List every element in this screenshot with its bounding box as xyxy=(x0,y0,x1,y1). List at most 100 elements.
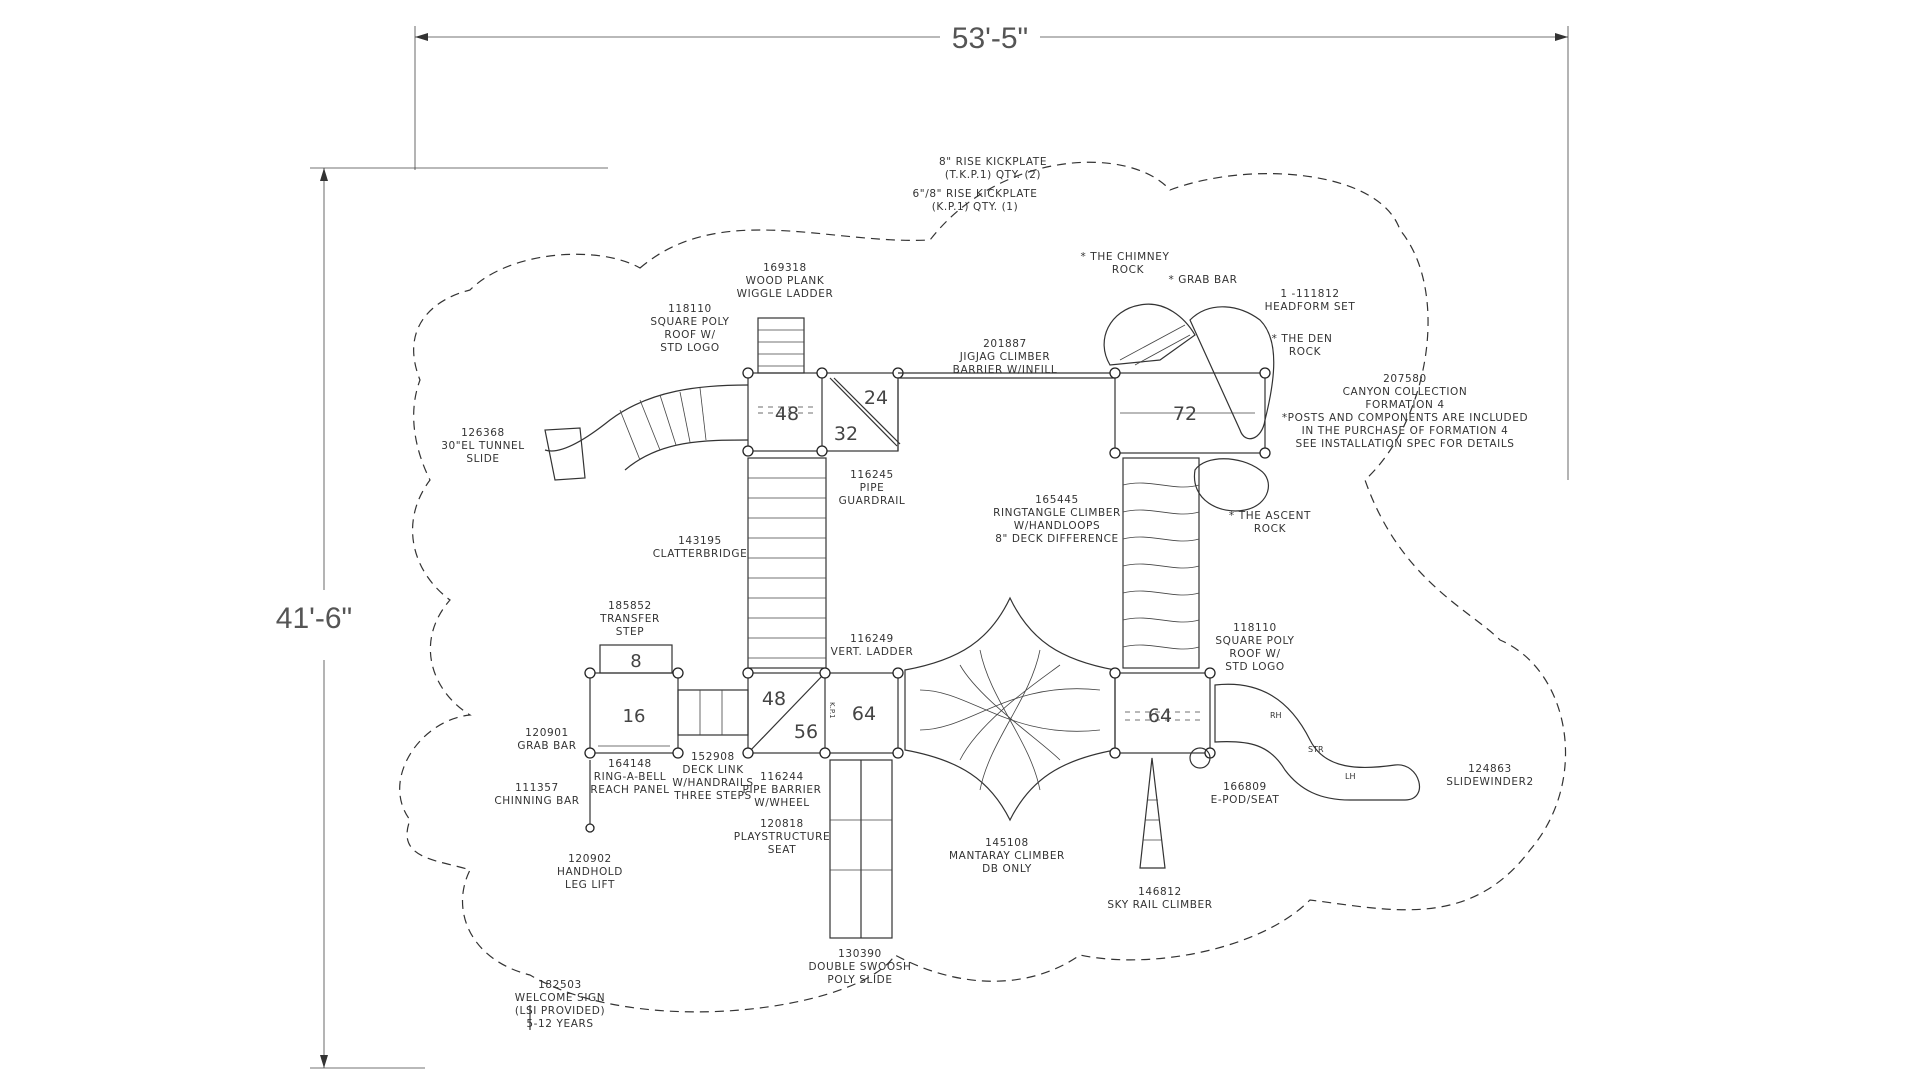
svg-text:8" RISE KICKPLATE: 8" RISE KICKPLATE xyxy=(939,156,1047,168)
svg-text:(K.P.1) QTY. (1): (K.P.1) QTY. (1) xyxy=(932,201,1019,213)
svg-text:182503: 182503 xyxy=(538,979,582,991)
chinning-handhold xyxy=(585,760,595,833)
svg-text:SQUARE POLY: SQUARE POLY xyxy=(1215,635,1294,647)
use-zone-boundary xyxy=(399,161,1567,1013)
deck-56-label: 56 xyxy=(794,721,818,743)
label-pipe-barrier: 116244 PIPE BARRIER W/WHEEL xyxy=(743,771,821,809)
svg-text:118110: 118110 xyxy=(668,303,712,315)
svg-text:MANTARAY CLIMBER: MANTARAY CLIMBER xyxy=(949,850,1065,862)
jigjag-barrier xyxy=(898,372,1115,379)
label-ringtangle: 165445 RINGTANGLE CLIMBER W/HANDLOOPS 8"… xyxy=(993,494,1121,545)
tower-left-top: 48 24 32 xyxy=(742,367,904,457)
width-dimension: 53'-5" xyxy=(414,22,1569,480)
svg-text:124863: 124863 xyxy=(1468,763,1512,775)
tunnel-slide xyxy=(544,384,749,481)
svg-text:PIPE: PIPE xyxy=(860,482,885,494)
label-grab-bar-rock: * GRAB BAR xyxy=(1169,274,1238,286)
svg-text:THREE STEPS: THREE STEPS xyxy=(673,790,752,802)
svg-text:146812: 146812 xyxy=(1138,886,1182,898)
svg-text:IN THE PURCHASE OF FORMATION 4: IN THE PURCHASE OF FORMATION 4 xyxy=(1302,425,1509,437)
label-ring-a-bell: 164148 RING-A-BELL REACH PANEL xyxy=(590,758,669,796)
svg-text:LEG LIFT: LEG LIFT xyxy=(565,879,615,891)
svg-text:126368: 126368 xyxy=(461,427,505,439)
label-handhold: 120902 HANDHOLD LEG LIFT xyxy=(557,853,622,891)
svg-text:CANYON COLLECTION: CANYON COLLECTION xyxy=(1343,386,1468,398)
svg-text:ROOF W/: ROOF W/ xyxy=(1229,648,1280,660)
svg-text:RINGTANGLE CLIMBER: RINGTANGLE CLIMBER xyxy=(993,507,1121,519)
svg-text:JIGJAG CLIMBER: JIGJAG CLIMBER xyxy=(959,351,1051,363)
height-dimension-label: 41'-6" xyxy=(276,602,352,635)
svg-text:185852: 185852 xyxy=(608,600,652,612)
deck-72-label: 72 xyxy=(1173,403,1197,425)
svg-text:* GRAB BAR: * GRAB BAR xyxy=(1169,274,1238,286)
label-sky-rail: 146812 SKY RAIL CLIMBER xyxy=(1107,886,1212,911)
deck-8-label: 8 xyxy=(630,651,641,672)
deck-48-top-label: 48 xyxy=(775,403,799,425)
svg-text:30"EL TUNNEL: 30"EL TUNNEL xyxy=(441,440,525,452)
label-slidewinder: 124863 SLIDEWINDER2 xyxy=(1446,763,1534,788)
transfer-platform: 8 16 xyxy=(584,644,684,759)
tower-left-bottom: 48 56 64 K.P.1 xyxy=(742,667,904,759)
svg-text:ROOF W/: ROOF W/ xyxy=(664,329,715,341)
deck-24-label: 24 xyxy=(864,387,888,409)
slidewinder-slide: RH STR LH xyxy=(1214,683,1421,801)
svg-text:SLIDEWINDER2: SLIDEWINDER2 xyxy=(1446,776,1534,788)
svg-text:WELCOME SIGN: WELCOME SIGN xyxy=(515,992,605,1004)
label-ascent-rock: * THE ASCENT ROCK xyxy=(1229,510,1311,535)
svg-text:STD LOGO: STD LOGO xyxy=(1225,661,1284,673)
label-grab-bar: 120901 GRAB BAR xyxy=(517,727,576,752)
svg-text:SLIDE: SLIDE xyxy=(466,453,499,465)
slide-str-mark: STR xyxy=(1308,745,1324,754)
svg-text:5-12 YEARS: 5-12 YEARS xyxy=(526,1018,593,1030)
label-pipe-guardrail: 116245 PIPE GUARDRAIL xyxy=(839,469,905,507)
svg-text:(T.K.P.1) QTY. (2): (T.K.P.1) QTY. (2) xyxy=(945,169,1041,181)
deck-link-steps xyxy=(677,689,749,736)
svg-text:TRANSFER: TRANSFER xyxy=(599,613,660,625)
label-tunnel-slide: 126368 30"EL TUNNEL SLIDE xyxy=(441,427,525,465)
label-deck-link: 152908 DECK LINK W/HANDRAILS THREE STEPS xyxy=(672,751,753,802)
wiggle-ladder xyxy=(757,317,805,374)
width-dimension-label: 53'-5" xyxy=(952,22,1028,55)
tower-right-top: 72 xyxy=(1109,367,1271,459)
svg-text:DOUBLE SWOOSH: DOUBLE SWOOSH xyxy=(809,961,912,973)
svg-text:DECK LINK: DECK LINK xyxy=(682,764,744,776)
label-mantaray: 145108 MANTARAY CLIMBER DB ONLY xyxy=(949,837,1065,875)
svg-text:SKY RAIL CLIMBER: SKY RAIL CLIMBER xyxy=(1107,899,1212,911)
kp1-mark: K.P.1 xyxy=(828,702,836,719)
svg-text:*POSTS AND COMPONENTS ARE INCL: *POSTS AND COMPONENTS ARE INCLUDED xyxy=(1282,412,1528,424)
label-playstructure-seat: 120818 PLAYSTRUCTURE SEAT xyxy=(734,818,830,856)
deck-64-right-label: 64 xyxy=(1148,705,1172,727)
svg-text:120902: 120902 xyxy=(568,853,612,865)
svg-text:152908: 152908 xyxy=(691,751,735,763)
svg-text:HEADFORM SET: HEADFORM SET xyxy=(1265,301,1356,313)
label-headform: 1 -111812 HEADFORM SET xyxy=(1265,288,1356,313)
svg-text:* THE ASCENT: * THE ASCENT xyxy=(1229,510,1311,522)
svg-text:164148: 164148 xyxy=(608,758,652,770)
svg-text:VERT. LADDER: VERT. LADDER xyxy=(831,646,914,658)
ringtangle-climber xyxy=(1122,457,1200,669)
label-roof-left: 118110 SQUARE POLY ROOF W/ STD LOGO xyxy=(650,303,729,354)
double-swoosh-slide xyxy=(829,759,893,939)
svg-text:E-POD/SEAT: E-POD/SEAT xyxy=(1211,794,1280,806)
svg-text:116244: 116244 xyxy=(760,771,804,783)
svg-text:(LSI PROVIDED): (LSI PROVIDED) xyxy=(515,1005,605,1017)
svg-text:REACH PANEL: REACH PANEL xyxy=(590,784,669,796)
svg-text:166809: 166809 xyxy=(1223,781,1267,793)
label-double-swoosh: 130390 DOUBLE SWOOSH POLY SLIDE xyxy=(809,948,912,986)
label-wiggle-ladder: 169318 WOOD PLANK WIGGLE LADDER xyxy=(737,262,833,300)
slide-rh-mark: RH xyxy=(1270,711,1282,720)
label-den-rock: * THE DEN ROCK xyxy=(1272,333,1332,358)
svg-text:PLAYSTRUCTURE: PLAYSTRUCTURE xyxy=(734,831,830,843)
label-vert-ladder: 116249 VERT. LADDER xyxy=(831,633,914,658)
svg-text:207580: 207580 xyxy=(1383,373,1427,385)
svg-text:SEAT: SEAT xyxy=(768,844,796,856)
svg-text:169318: 169318 xyxy=(763,262,807,274)
deck-48-bottom-label: 48 xyxy=(762,688,786,710)
svg-text:SEE INSTALLATION SPEC FOR DETA: SEE INSTALLATION SPEC FOR DETAILS xyxy=(1295,438,1514,450)
svg-text:165445: 165445 xyxy=(1035,494,1079,506)
svg-text:8" DECK DIFFERENCE: 8" DECK DIFFERENCE xyxy=(995,533,1119,545)
svg-text:SQUARE POLY: SQUARE POLY xyxy=(650,316,729,328)
label-welcome-sign: 182503 WELCOME SIGN (LSI PROVIDED) 5-12 … xyxy=(515,979,605,1030)
svg-text:W/WHEEL: W/WHEEL xyxy=(754,797,810,809)
